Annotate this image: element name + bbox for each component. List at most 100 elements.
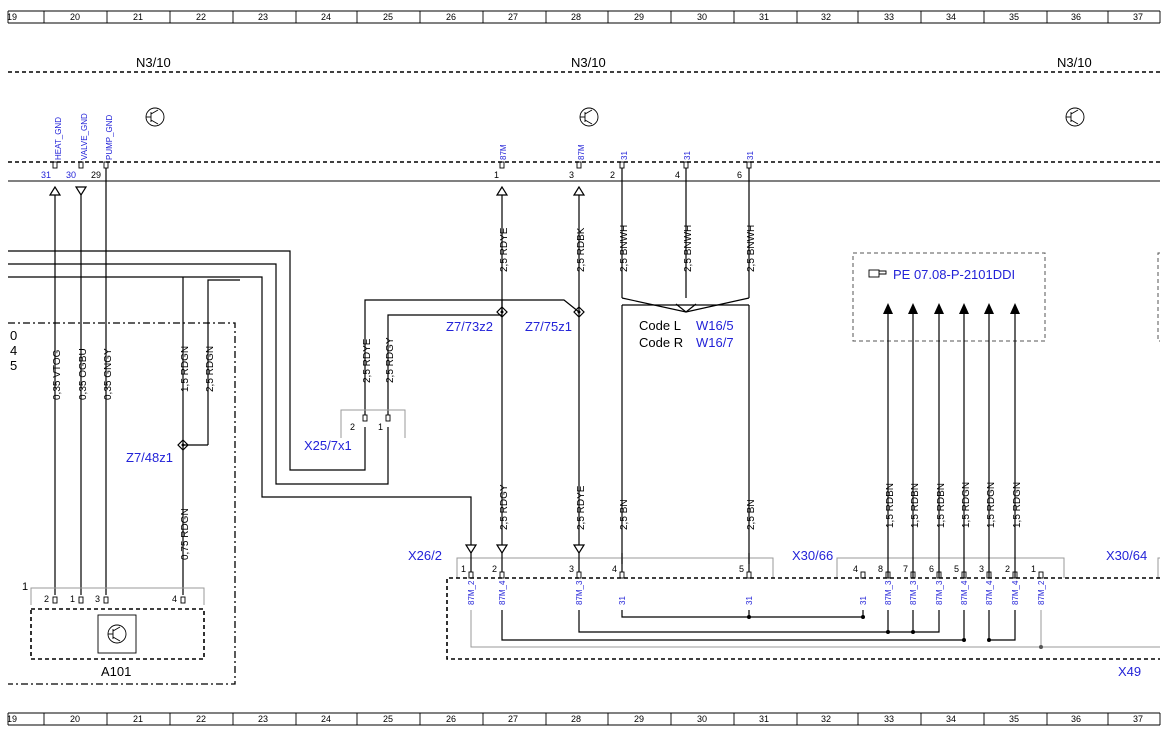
transistor-icon — [1065, 107, 1085, 127]
svg-text:31: 31 — [859, 596, 868, 605]
svg-text:87M_3: 87M_3 — [909, 580, 918, 605]
svg-text:PUMP_GND: PUMP_GND — [105, 114, 114, 160]
housing-boundary — [8, 322, 236, 685]
module-label: N3/10 — [571, 55, 606, 70]
grid-number: 23 — [258, 12, 268, 22]
svg-text:1: 1 — [70, 594, 75, 604]
grid-number: 34 — [946, 714, 956, 724]
connector-label: X30/64 — [1106, 548, 1147, 563]
arrow-up-icon — [934, 303, 944, 314]
svg-text:31: 31 — [683, 151, 692, 160]
grid-number: 22 — [196, 12, 206, 22]
arrow-up-icon — [883, 303, 893, 314]
svg-text:4: 4 — [675, 170, 680, 180]
svg-text:31: 31 — [620, 151, 629, 160]
splice-label: Z7/75z1 — [525, 319, 572, 334]
svg-text:7: 7 — [903, 564, 908, 574]
grid-number: 23 — [258, 714, 268, 724]
svg-text:1: 1 — [1031, 564, 1036, 574]
grid-number: 26 — [446, 12, 456, 22]
wire-label: 2,5 BN — [619, 499, 630, 530]
grid-number: 37 — [1133, 12, 1143, 22]
wire-label: 0,75 RDGN — [180, 508, 191, 560]
grid-number: 36 — [1071, 12, 1081, 22]
edge-number: 4 — [10, 343, 17, 358]
arrow-up-icon — [48, 185, 62, 196]
svg-text:87M_4: 87M_4 — [1011, 580, 1020, 605]
wire-label: 2,5 RDYE — [362, 338, 373, 383]
wire-label: 2,5 BNWH — [683, 225, 694, 272]
splice-diamond — [496, 306, 508, 318]
grid-number: 24 — [321, 12, 331, 22]
grid-number: 27 — [508, 12, 518, 22]
svg-text:2: 2 — [492, 564, 497, 574]
wire-label: 2,5 RDBK — [576, 227, 587, 272]
svg-text:5: 5 — [954, 564, 959, 574]
arrow-down-icon — [464, 544, 478, 555]
wire-label: 1,5 RDGN — [961, 482, 972, 528]
grid-number: 28 — [571, 12, 581, 22]
svg-text:31: 31 — [618, 596, 627, 605]
wire-label: 2,5 RDGY — [385, 337, 396, 383]
x30-pin: 431 — [853, 564, 868, 605]
module-label: N3/10 — [1057, 55, 1092, 70]
svg-text:87M_3: 87M_3 — [884, 580, 893, 605]
grid-number: 25 — [383, 12, 393, 22]
a101-label: A101 — [101, 664, 131, 679]
connector-label: X49 — [1118, 664, 1141, 679]
grid-number: 33 — [884, 714, 894, 724]
svg-text:2: 2 — [610, 170, 615, 180]
svg-text:87M_4: 87M_4 — [960, 580, 969, 605]
arrow-down-icon — [572, 544, 586, 555]
connector-label: X30/66 — [792, 548, 833, 563]
grid-number: 34 — [946, 12, 956, 22]
svg-text:2: 2 — [350, 422, 355, 432]
svg-text:87M: 87M — [499, 144, 508, 160]
module-x49 — [446, 577, 1160, 660]
grid-number: 32 — [821, 714, 831, 724]
wire-label: 2,5 RDYE — [499, 227, 510, 272]
svg-text:3: 3 — [979, 564, 984, 574]
grid-number: 30 — [697, 714, 707, 724]
code-r-label: Code R — [639, 335, 683, 350]
svg-text:2: 2 — [44, 594, 49, 604]
x26-pin: 531 — [739, 553, 754, 605]
arrow-up-icon — [908, 303, 918, 314]
code-r-ref: W16/7 — [696, 335, 734, 350]
code-l-label: Code L — [639, 318, 681, 333]
pin-31-4: 31 4 — [675, 151, 692, 180]
svg-text:1: 1 — [22, 581, 28, 593]
svg-text:4: 4 — [172, 594, 177, 604]
svg-text:VALVE_GND: VALVE_GND — [80, 113, 89, 160]
grid-number: 36 — [1071, 714, 1081, 724]
edge-number: 0 — [10, 328, 17, 343]
reference-link[interactable]: PE 07.08-P-2101DDI — [893, 267, 1015, 282]
grid-number: 19 — [7, 714, 17, 724]
arrow-down-icon — [495, 544, 509, 555]
svg-text:1: 1 — [461, 564, 466, 574]
grid-number: 29 — [634, 714, 644, 724]
wire-label: 2,5 RDGY — [499, 484, 510, 530]
transistor-icon — [145, 107, 165, 127]
wire-label: 1,5 RDBN — [910, 483, 921, 528]
svg-text:87M_2: 87M_2 — [1037, 580, 1046, 605]
arrow-up-icon — [984, 303, 994, 314]
svg-text:31: 31 — [41, 170, 51, 180]
svg-text:HEAT_GND: HEAT_GND — [54, 117, 63, 160]
connector-label: X26/2 — [408, 548, 442, 563]
pin-87m-1: 87M 1 — [494, 144, 508, 180]
splice-diamond — [177, 439, 189, 451]
a101-pin: 1 — [70, 594, 84, 604]
grid-number: 30 — [697, 12, 707, 22]
pointing-hand-icon — [868, 269, 887, 278]
module-label: N3/10 — [136, 55, 171, 70]
grid-number: 21 — [133, 12, 143, 22]
junction-dots — [747, 615, 1043, 649]
